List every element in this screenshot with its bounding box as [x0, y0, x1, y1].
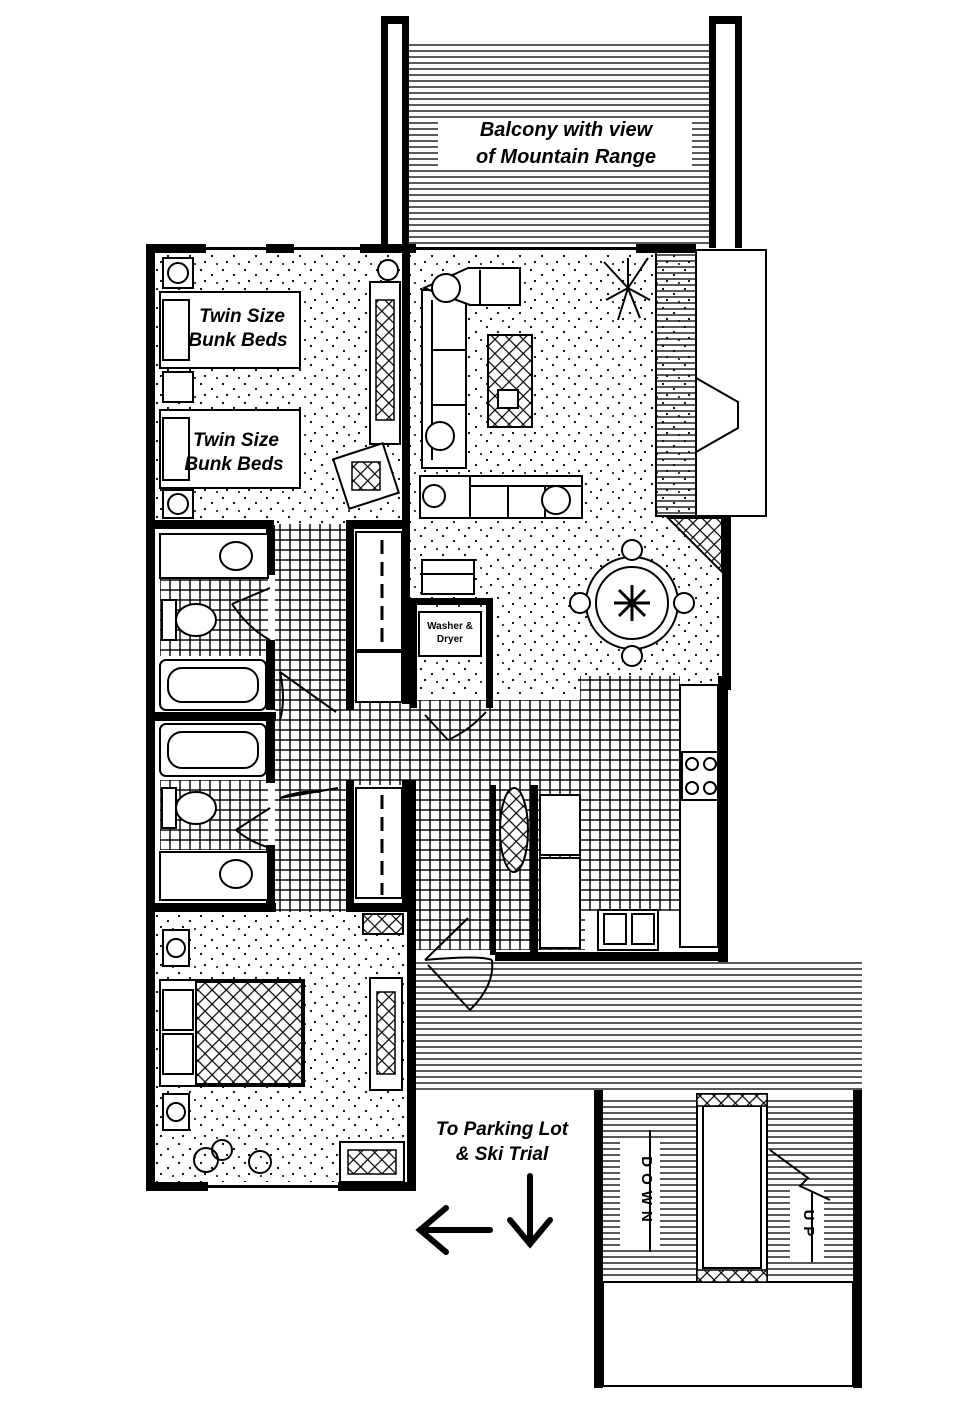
- bunk-bed-bottom-label-line1: Twin Size: [193, 430, 279, 451]
- balcony: [381, 16, 742, 248]
- stairs-down-label: DOWN: [638, 1156, 655, 1228]
- balcony-label-line1: Balcony with view: [480, 119, 654, 141]
- sink-icon: [219, 541, 253, 571]
- bathroom-2: [159, 723, 269, 901]
- stairs-up-label: UP: [800, 1210, 817, 1243]
- bathroom-1: [159, 533, 269, 711]
- bunk-room-furniture: [159, 257, 401, 519]
- bunk-bed-top-label-line2: Bunk Beds: [188, 330, 287, 351]
- left-arrow-icon: [415, 1205, 493, 1255]
- balcony-label-line2: of Mountain Range: [476, 146, 656, 168]
- fireplace: [655, 249, 767, 575]
- closets: [355, 531, 403, 899]
- toilet-icon: [161, 599, 177, 641]
- bunk-bed-top-label-line1: Twin Size: [199, 306, 285, 327]
- washer-dryer: [418, 611, 482, 657]
- master-bedroom-furniture: [159, 913, 405, 1183]
- kitchen: [499, 684, 719, 951]
- interior-walls: [146, 244, 538, 955]
- washer-label-line1: Washer &: [427, 621, 473, 632]
- living-room-furniture: [419, 257, 695, 667]
- bunk-bed-bottom-label-line2: Bunk Beds: [184, 454, 283, 475]
- parking-label-line1: To Parking Lot: [436, 1119, 569, 1140]
- plant-icon: [603, 257, 651, 321]
- down-arrow-icon: [507, 1173, 553, 1249]
- staircase: [594, 1090, 862, 1388]
- table-icon: [487, 334, 533, 428]
- deck: [416, 962, 862, 1090]
- parking-label-line2: & Ski Trial: [456, 1144, 549, 1165]
- washer-label-line2: Dryer: [437, 634, 463, 645]
